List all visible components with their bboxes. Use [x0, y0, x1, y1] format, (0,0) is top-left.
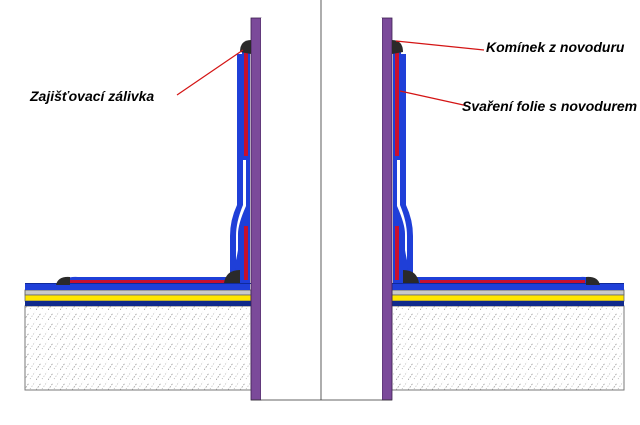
- base-layers-right: [391, 289, 625, 306]
- label-chimney: Komínek z novoduru: [486, 39, 625, 55]
- leader-line-welding: [399, 90, 469, 107]
- insulation-left: [24, 305, 252, 391]
- label-sealant: Zajišťovací zálivka: [29, 88, 154, 104]
- leader-line-chimney: [395, 40, 485, 51]
- membrane-horizontal-left: [25, 276, 251, 290]
- insulation-right: [391, 305, 625, 391]
- sealant-top-left: [240, 40, 251, 54]
- flashing-vertical-right: [393, 48, 413, 283]
- label-welding: Svaření folie s novodurem: [462, 98, 637, 114]
- flashing-vertical-left: [230, 48, 250, 283]
- membrane-edge-seal-right: [586, 276, 600, 285]
- sealant-base-left: [224, 270, 240, 283]
- membrane-horizontal-right: [392, 276, 624, 290]
- chimney-pipe: [250, 0, 393, 401]
- sealant-base-right: [403, 270, 419, 283]
- sealant-top-right: [392, 40, 403, 54]
- leader-line-sealant: [176, 49, 244, 96]
- membrane-edge-seal-left: [56, 276, 70, 285]
- base-layers-left: [24, 289, 252, 306]
